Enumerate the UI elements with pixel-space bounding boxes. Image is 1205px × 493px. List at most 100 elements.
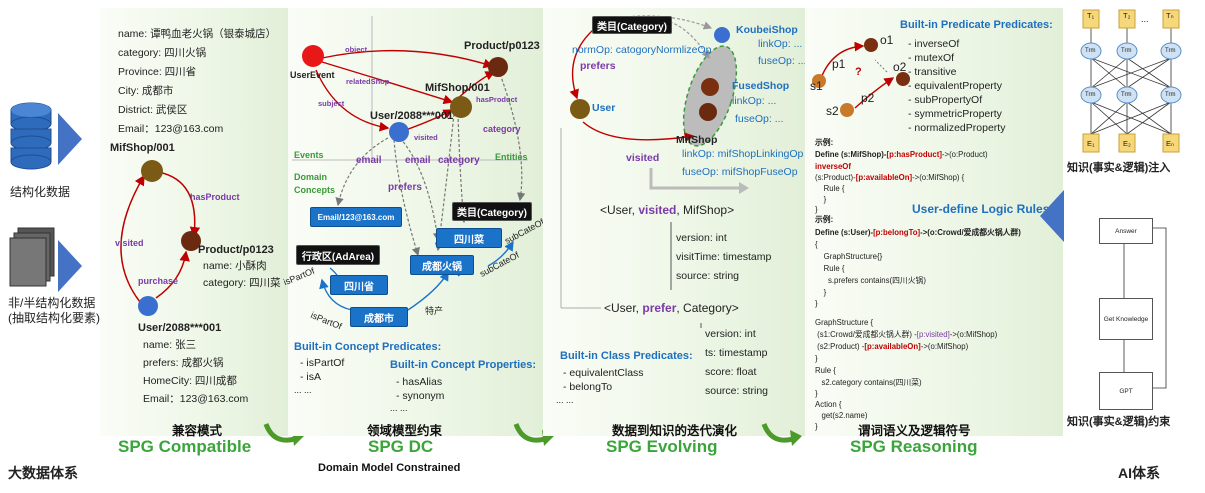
product-node <box>181 231 201 251</box>
product-field: name: 小酥肉 <box>203 260 267 272</box>
curved-arrow-icon <box>761 423 802 446</box>
domain-label: Domain <box>294 172 328 182</box>
predicate-item: - transitive <box>908 66 957 78</box>
category-label: category <box>483 124 521 134</box>
panel-spg-evolving <box>543 8 805 436</box>
panel1-graph <box>120 171 201 303</box>
code-line: } <box>815 288 827 297</box>
mifshop-node <box>141 160 163 182</box>
caption-en: SPG Reasoning <box>850 437 978 456</box>
shop-field: Province: 四川省 <box>118 66 197 78</box>
code-line: } <box>815 299 818 308</box>
mifshop-label: MifShop <box>676 134 718 146</box>
trm-label: Trm <box>1085 92 1096 98</box>
shop-field: category: 四川火锅 <box>118 47 207 59</box>
prefers-label: prefers <box>580 60 616 72</box>
example-label: 示例: <box>815 138 834 147</box>
has-product-label: hasProduct <box>190 192 240 202</box>
code-line: (s1:Crowd/爱成都火锅人群) -[p:visited]->(o:MifS… <box>815 330 998 339</box>
p2-label: p2 <box>861 91 875 105</box>
code-line: } <box>815 205 818 214</box>
inject-arrow-left <box>1040 190 1064 242</box>
caption-cn: 数据到知识的迭代演化 <box>612 424 738 438</box>
prefers-label: prefers <box>388 182 422 193</box>
shop-field: District: 武侯区 <box>118 104 188 116</box>
define-line: (s:Product)-[p:availableOn]->(o:MifShop)… <box>815 173 965 182</box>
predicate-predicates-title: Built-in Predicate Predicates: <box>900 19 1053 31</box>
answer-box: Answer <box>1099 218 1153 244</box>
user-event-node <box>302 45 324 67</box>
predicate-item: - inverseOf <box>908 38 960 50</box>
s1-node <box>812 74 826 88</box>
o2-node <box>896 72 910 86</box>
predicate-item: - subPropertyOf <box>908 94 983 106</box>
product-label: Product/p0123 <box>198 244 274 256</box>
user-label: User/2088***001 <box>138 322 222 334</box>
user-define-rules-title: User-define Logic Rules: <box>912 202 1054 216</box>
user-field: prefers: 成都火锅 <box>143 357 224 369</box>
user-label: User <box>592 102 616 114</box>
caption-cn: 兼容模式 <box>172 424 223 438</box>
fuse-op-2: fuseOp: ... <box>735 113 784 125</box>
user-event-label: UserEvent <box>290 70 335 80</box>
subject-label: subject <box>318 99 345 108</box>
panel-spg-reasoning <box>805 8 1063 436</box>
code-line: s2.category contains(四川菜) <box>815 378 922 387</box>
concept-predicate: - isPartOf <box>300 357 345 369</box>
gpt-flow-diagram <box>1123 227 1167 389</box>
chengdu-city-box: 成都市 <box>350 307 408 327</box>
trm-label: Trm <box>1165 92 1176 98</box>
concepts-label: Concepts <box>294 185 336 195</box>
link-op-1: linkOp: ... <box>758 38 803 50</box>
fused-shop-node <box>701 78 719 96</box>
code-line: Rule { <box>815 366 836 375</box>
triple-property: source: string <box>705 385 769 397</box>
code-line: GraphStructure{} <box>815 252 883 261</box>
unstructured-data-label: 非/半结构化数据 <box>8 296 96 310</box>
concept-property: - hasAlias <box>396 376 443 388</box>
get-knowledge-box: Get Knowledge <box>1099 298 1153 340</box>
predicate-item: - mutexOf <box>908 52 955 64</box>
class-predicate: - belongTo <box>563 381 613 393</box>
inverse-of-keyword: inverseOf <box>815 162 851 171</box>
triple-property: version: int <box>705 328 756 340</box>
documents-icon <box>9 227 55 287</box>
koubei-shop-label: KoubeiShop <box>736 24 798 36</box>
inject-arrow-right-2 <box>58 240 82 292</box>
database-icon <box>10 102 52 170</box>
code-line: } <box>815 195 827 204</box>
code-line: } <box>815 389 818 398</box>
concept-predicate: ... ... <box>294 385 312 395</box>
mifshop-node <box>450 96 472 118</box>
ai-system-label: AI体系 <box>1118 465 1160 481</box>
triple-user-visited-mifshop: <User, visited, MifShop> <box>600 203 735 217</box>
related-shop-label: relatedShop <box>346 77 390 86</box>
chengdu-hotpot-box: 成都火锅 <box>410 255 474 275</box>
concept-property: ... ... <box>390 403 408 413</box>
code-line: get(s2.name) <box>815 411 868 420</box>
user-field: Email：123@163.com <box>143 393 249 405</box>
embedding-en: Eₙ <box>1166 139 1174 148</box>
constrain-label: 知识(事实&逻辑)约束 <box>1067 416 1171 428</box>
code-line: Action { <box>815 400 842 409</box>
specialty-label: 特产 <box>425 306 444 316</box>
link-op-3: linkOp: mifShopLinkingOp <box>682 148 804 160</box>
code-line: GraphStructure { <box>815 318 874 327</box>
koubei-shop-node <box>714 27 730 43</box>
triple-user-prefer-category: <User, prefer, Category> <box>604 301 739 315</box>
caption-en: SPG Evolving <box>606 437 718 456</box>
triple-property: source: string <box>676 270 740 282</box>
token-tn: Tₙ <box>1166 11 1174 20</box>
triple-property: visitTime: timestamp <box>676 251 772 263</box>
code-line: s.prefers contains(四川火锅) <box>815 276 926 285</box>
predicate-item: - equivalentProperty <box>908 80 1002 92</box>
product-node <box>488 57 508 77</box>
visited-label: visited <box>115 238 144 248</box>
user-label: User/2088***001 <box>370 110 454 122</box>
code-line: Rule { <box>815 184 845 193</box>
reasoning-graph <box>820 41 895 109</box>
panel2-graph <box>292 16 528 311</box>
triple-property: score: float <box>705 366 757 378</box>
user-field: name: 张三 <box>143 339 197 351</box>
bigdata-system-label: 大数据体系 <box>8 465 78 481</box>
